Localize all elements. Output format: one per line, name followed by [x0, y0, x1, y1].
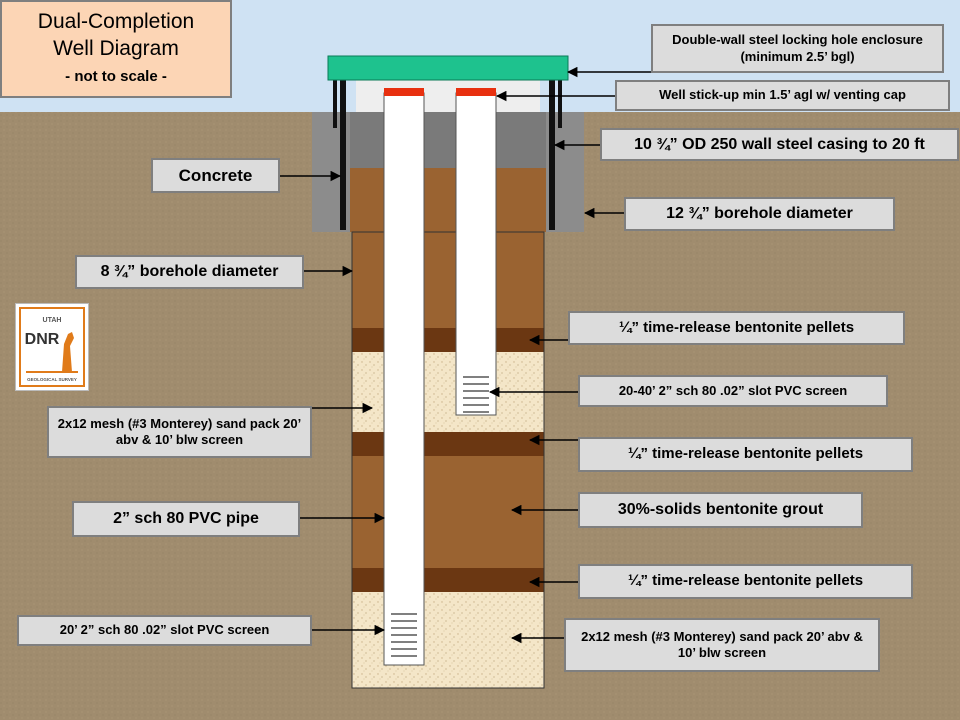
- label-screen-lower: 20’ 2” sch 80 .02” slot PVC screen: [17, 615, 312, 646]
- pvc-pipe-long: [383, 92, 425, 666]
- label-concrete: Concrete: [151, 158, 280, 193]
- steel-casing-left: [340, 62, 346, 230]
- label-bentonite-2: ¼” time-release bentonite pellets: [578, 437, 913, 472]
- logo-agency: DNR: [25, 331, 60, 348]
- vent-cap-long: [384, 88, 424, 96]
- enclosure-wall-left-outer: [333, 62, 337, 128]
- logo-graphic: UTAH DNR GEOLOGICAL SURVEY: [19, 307, 85, 387]
- screen-slots-lower: [391, 613, 417, 657]
- sand-pack-2: [352, 592, 544, 688]
- label-screen-upper: 20-40’ 2” sch 80 .02” slot PVC screen: [578, 375, 888, 407]
- title-line-1: Dual-Completion: [37, 10, 195, 33]
- label-borehole-8: 8 ¾” borehole diameter: [75, 255, 304, 289]
- vent-cap-short: [456, 88, 496, 96]
- bentonite-band-3: [352, 568, 544, 592]
- bentonite-band-1: [352, 328, 544, 352]
- label-bentonite-3: ¼” time-release bentonite pellets: [578, 564, 913, 599]
- steel-casing-right: [549, 62, 555, 230]
- pvc-pipe-short: [455, 92, 497, 416]
- logo-state: UTAH: [43, 317, 62, 324]
- bentonite-band-2: [352, 432, 544, 456]
- label-enclosure: Double-wall steel locking hole enclosure…: [651, 24, 944, 73]
- label-sand-pack-right: 2x12 mesh (#3 Monterey) sand pack 20’ ab…: [564, 618, 880, 672]
- label-casing: 10 ¾” OD 250 wall steel casing to 20 ft: [600, 128, 959, 161]
- casing-interior-grey: [350, 112, 546, 168]
- title-line-2: Well Diagram: [53, 37, 179, 60]
- label-borehole-12: 12 ¾” borehole diameter: [624, 197, 895, 231]
- subtitle: - not to scale -: [65, 68, 167, 85]
- label-sand-pack-left: 2x12 mesh (#3 Monterey) sand pack 20’ ab…: [47, 406, 312, 458]
- borehole-outline: [351, 231, 545, 689]
- screen-slots-upper: [463, 376, 489, 413]
- label-pvc-pipe: 2” sch 80 PVC pipe: [72, 501, 300, 537]
- enclosure-lid: [327, 55, 569, 81]
- enclosure-wall-right-outer: [558, 62, 562, 128]
- utah-dnr-logo: UTAH DNR GEOLOGICAL SURVEY: [15, 303, 89, 391]
- grout-upper: [350, 168, 546, 232]
- label-grout: 30%-solids bentonite grout: [578, 492, 863, 528]
- label-stickup: Well stick-up min 1.5’ agl w/ venting ca…: [615, 80, 950, 111]
- title-box: Dual-Completion Well Diagram - not to sc…: [0, 0, 232, 98]
- logo-survey: GEOLOGICAL SURVEY: [27, 377, 77, 382]
- label-bentonite-1: ¼” time-release bentonite pellets: [568, 311, 905, 345]
